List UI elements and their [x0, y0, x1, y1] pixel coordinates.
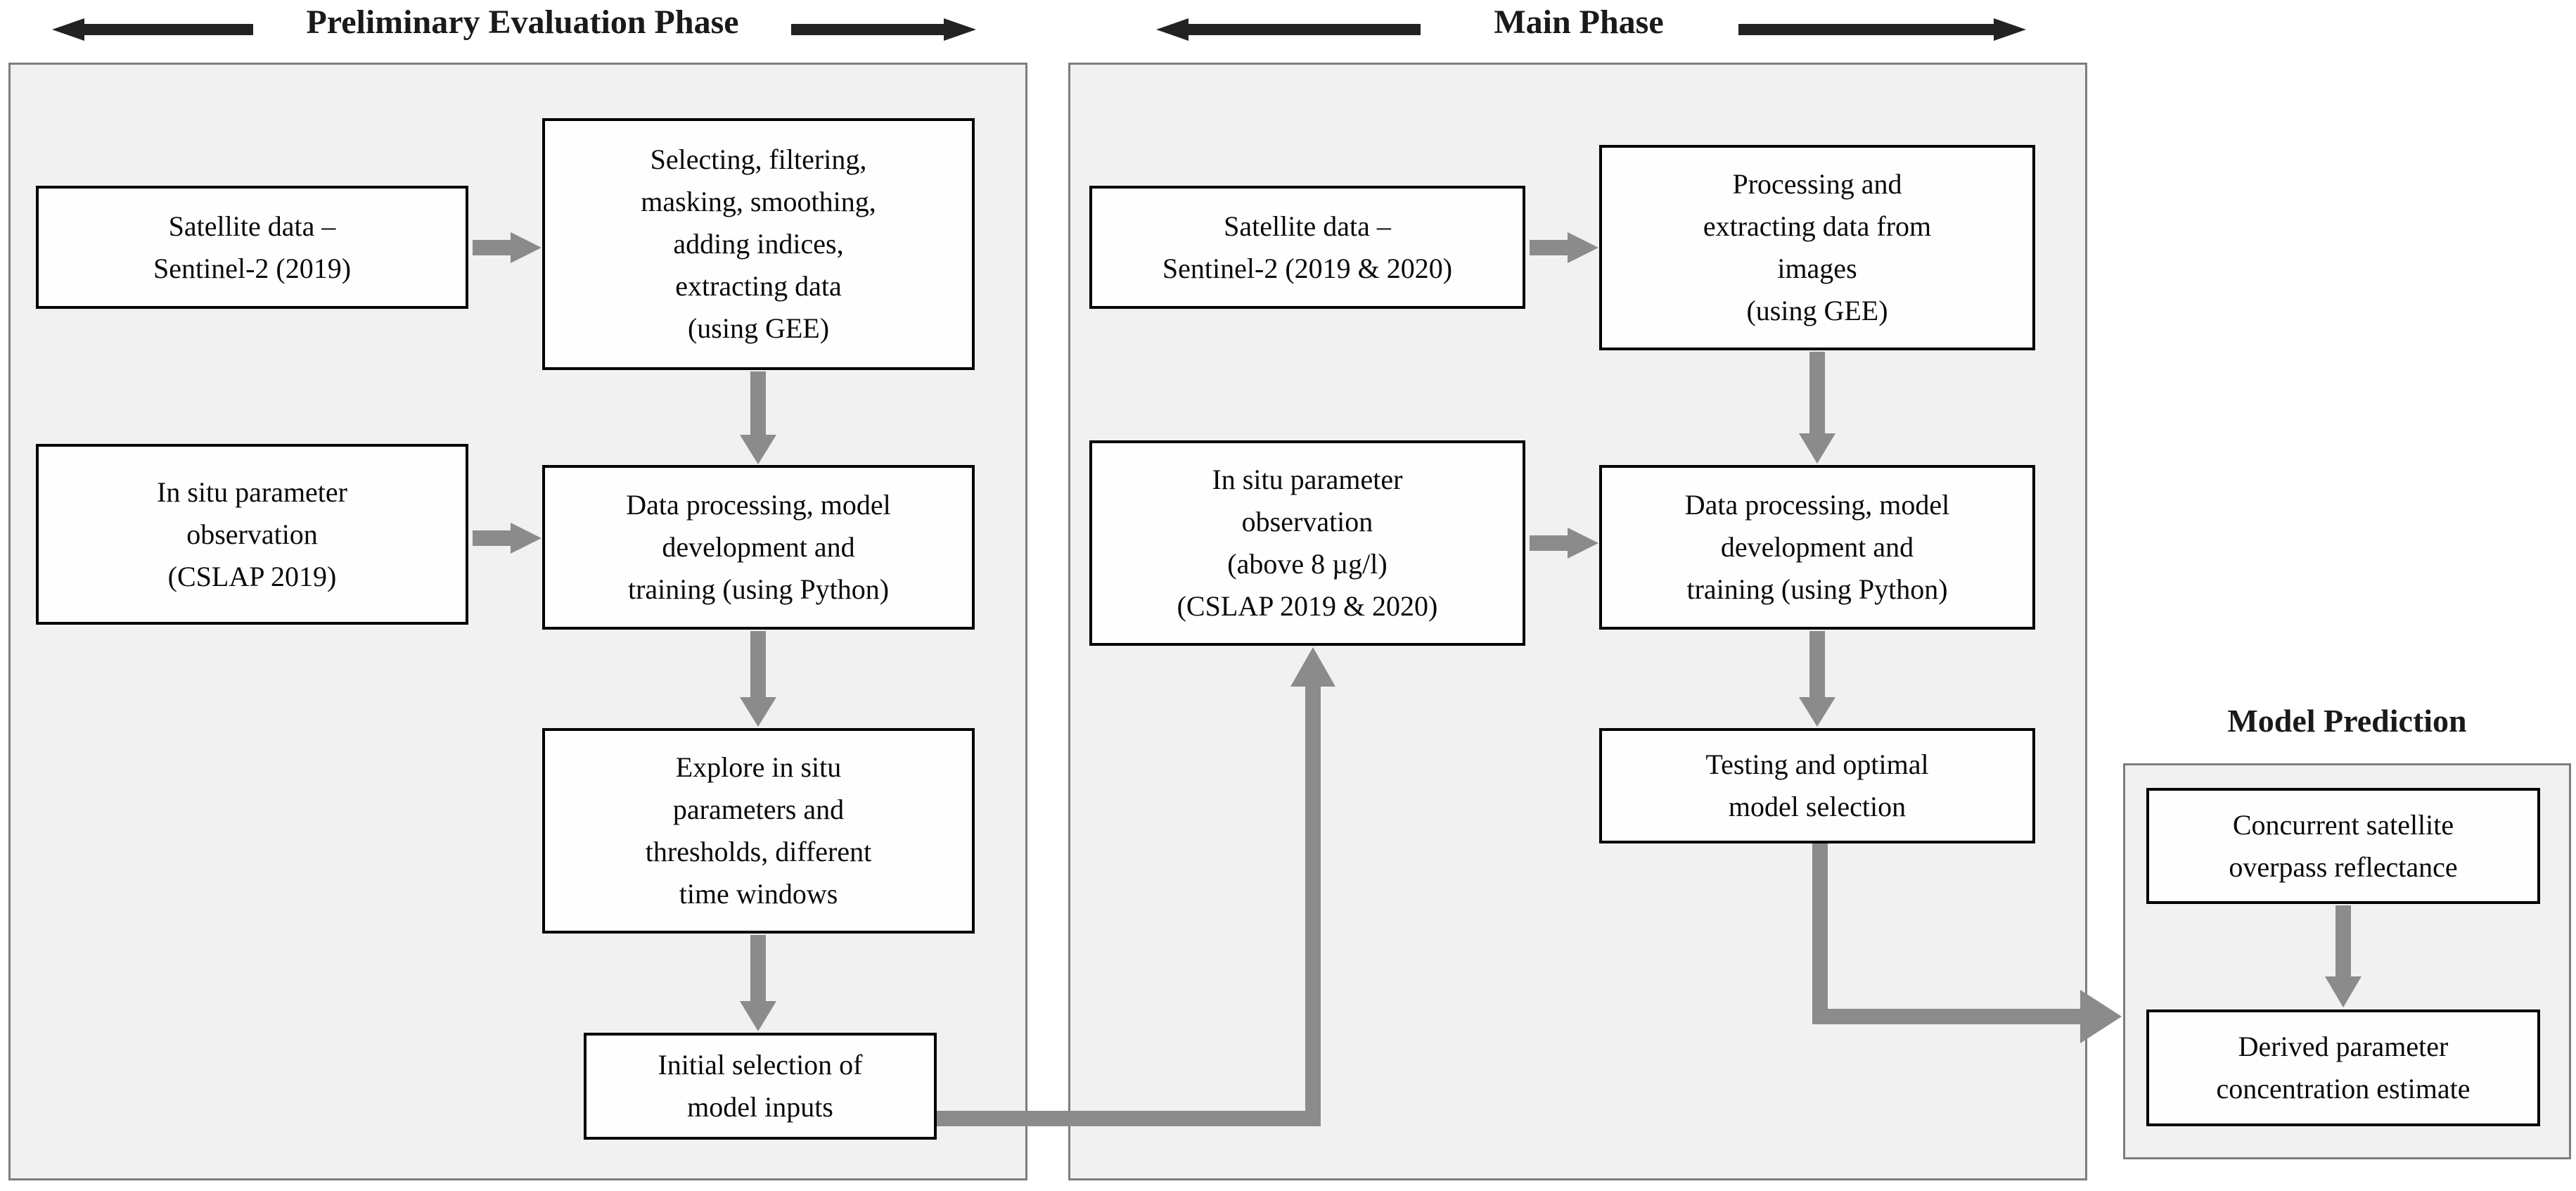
box-explore-parameters: Explore in situ parameters and threshold… — [542, 728, 975, 934]
main-header-right-arrow-icon — [1738, 18, 2026, 41]
box-insitu-observation-cslap2019: In situ parameter observation (CSLAP 201… — [36, 444, 468, 625]
preliminary-header-right-arrow-icon — [791, 18, 976, 41]
box-derived-concentration-estimate: Derived parameter concentration estimate — [2146, 1010, 2540, 1126]
box-testing-model-selection: Testing and optimal model selection — [1599, 728, 2035, 843]
main-phase-title: Main Phase — [1494, 4, 1664, 41]
model-prediction-title: Model Prediction — [2227, 703, 2467, 739]
box-data-processing-python-main: Data processing, model development and t… — [1599, 465, 2035, 630]
box-data-processing-python-pre: Data processing, model development and t… — [542, 465, 975, 630]
main-header-left-arrow-icon — [1156, 18, 1421, 41]
box-satellite-data-2019-2020: Satellite data – Sentinel-2 (2019 & 2020… — [1089, 186, 1525, 309]
box-insitu-observation-cslap2019-2020: In situ parameter observation (above 8 µ… — [1089, 440, 1525, 646]
box-processing-extracting-gee: Processing and extracting data from imag… — [1599, 145, 2035, 350]
preliminary-phase-title: Preliminary Evaluation Phase — [306, 4, 739, 41]
box-satellite-data-2019: Satellite data – Sentinel-2 (2019) — [36, 186, 468, 309]
box-concurrent-overpass-reflectance: Concurrent satellite overpass reflectanc… — [2146, 788, 2540, 904]
box-initial-selection-inputs: Initial selection of model inputs — [584, 1033, 937, 1140]
box-selecting-filtering-gee: Selecting, filtering, masking, smoothing… — [542, 118, 975, 370]
preliminary-header-left-arrow-icon — [52, 18, 253, 41]
